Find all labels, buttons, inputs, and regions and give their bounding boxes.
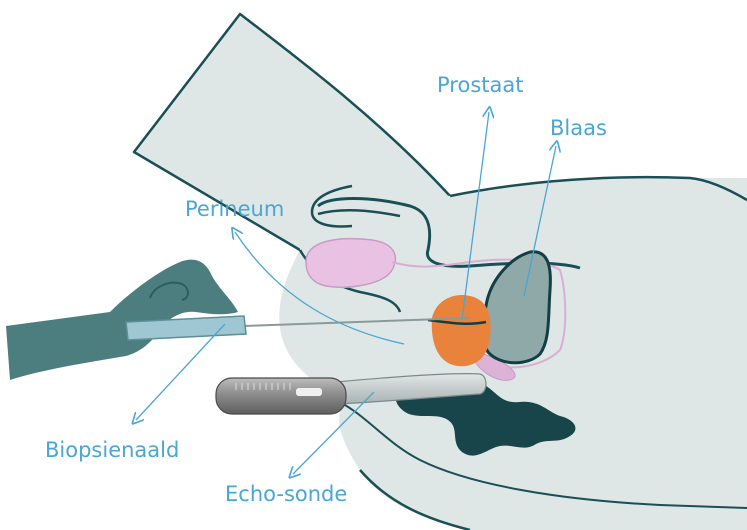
label-prostaat: Prostaat [437, 75, 523, 96]
label-blaas: Blaas [550, 118, 607, 139]
probe-button [296, 388, 322, 396]
label-biopsienaald: Biopsienaald [45, 440, 179, 461]
label-perineum: Perineum [185, 199, 284, 220]
prostate [432, 295, 491, 366]
label-echo-sonde: Echo-sonde [225, 484, 347, 505]
